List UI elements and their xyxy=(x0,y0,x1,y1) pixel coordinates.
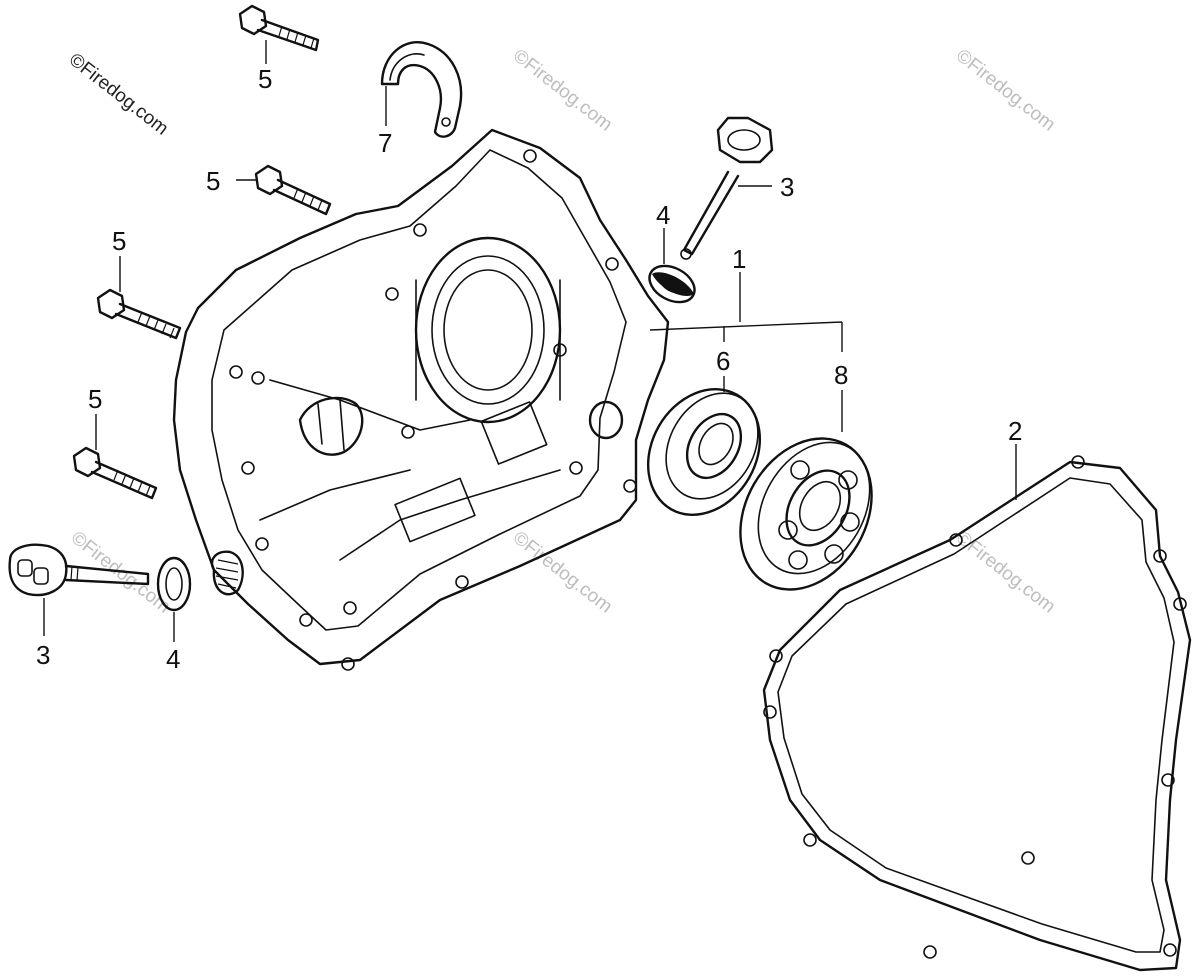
watermark-middle-right: ©Firedog.com xyxy=(952,527,1059,617)
watermark-top-center: ©Firedog.com xyxy=(509,45,616,135)
part-drain-plug-top xyxy=(680,116,774,260)
callout-part-6: 6 xyxy=(716,346,730,376)
callout-part-5-lower: 5 xyxy=(88,384,102,414)
watermark-top-right: ©Firedog.com xyxy=(952,45,1059,135)
part-clamp xyxy=(380,41,463,138)
part-ball-bearing xyxy=(739,437,873,591)
part-gasket xyxy=(762,455,1192,972)
part-oil-seal xyxy=(646,388,762,516)
watermarks: ©Firedog.com ©Firedog.com ©Firedog.com ©… xyxy=(65,45,1059,617)
callout-part-2: 2 xyxy=(1008,416,1022,446)
callout-part-1: 1 xyxy=(732,244,746,274)
part-bolt-top xyxy=(238,4,320,52)
part-bolt-middle xyxy=(96,288,182,340)
callout-part-4-top: 4 xyxy=(656,200,670,230)
callout-part-5-top: 5 xyxy=(258,64,272,94)
callout-part-7: 7 xyxy=(378,128,392,158)
callout-part-8: 8 xyxy=(834,360,848,390)
callouts: 5 7 5 5 5 3 4 1 6 8 2 3 4 xyxy=(36,64,1022,674)
callout-part-4-left: 4 xyxy=(166,644,180,674)
part-drain-plug-left xyxy=(8,543,150,597)
part-washer-left xyxy=(156,556,192,612)
watermark-middle-center: ©Firedog.com xyxy=(509,527,616,617)
callout-part-3-top: 3 xyxy=(780,172,794,202)
part-bolt-lower xyxy=(72,446,158,500)
part-washer-top xyxy=(648,264,696,304)
part-crankcase-cover xyxy=(172,128,670,671)
callout-part-3-left: 3 xyxy=(36,640,50,670)
callout-part-5-middle: 5 xyxy=(112,226,126,256)
callout-part-5-upper: 5 xyxy=(206,166,220,196)
leader-lines xyxy=(43,40,1017,642)
watermark-top-left: ©Firedog.com xyxy=(65,49,172,139)
part-bolt-upper xyxy=(254,164,332,216)
